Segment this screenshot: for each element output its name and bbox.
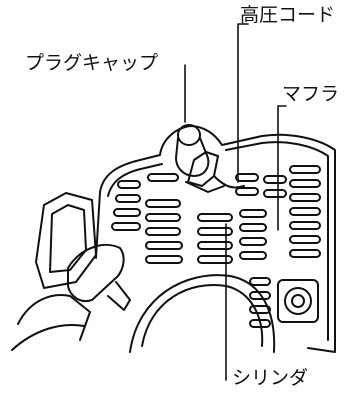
- plug-cap-body: [175, 137, 210, 177]
- muffler-boss-outer: [284, 287, 312, 315]
- plug-boot: [187, 151, 219, 187]
- high-tension-cord-label: 高圧コード: [240, 4, 336, 26]
- leader-lines: [184, 23, 287, 381]
- middle-slot-column: [147, 173, 233, 264]
- lower-opening: [141, 284, 264, 347]
- engine-cover-outline: [95, 125, 336, 353]
- left-slot-column: [111, 180, 183, 264]
- high-tension-cord: [213, 175, 245, 189]
- plug-cap-label: プラグキャップ: [25, 52, 159, 74]
- upper-right-slots: [235, 173, 287, 198]
- plug-cap-top: [177, 124, 201, 146]
- muffler-boss-frame: [277, 279, 319, 323]
- starter-housing: [35, 192, 97, 289]
- muffler-label: マフラ: [282, 83, 340, 105]
- left-lower-frame: [11, 294, 91, 351]
- lower-opening-rim: [129, 274, 276, 353]
- leader-muffler: [277, 105, 287, 231]
- recoil-grip-shaft: [107, 281, 131, 311]
- cord-clamp: [185, 181, 225, 193]
- engine-cover-inner-line: [107, 141, 329, 341]
- muffler-slot-column: [239, 165, 321, 260]
- muffler-boss-inner: [291, 294, 305, 308]
- starter-housing-inner: [49, 204, 87, 273]
- lower-right-slots: [249, 277, 271, 328]
- recoil-grip: [67, 243, 125, 302]
- leader-cord: [237, 23, 249, 183]
- cylinder-label: シリンダ: [232, 367, 309, 389]
